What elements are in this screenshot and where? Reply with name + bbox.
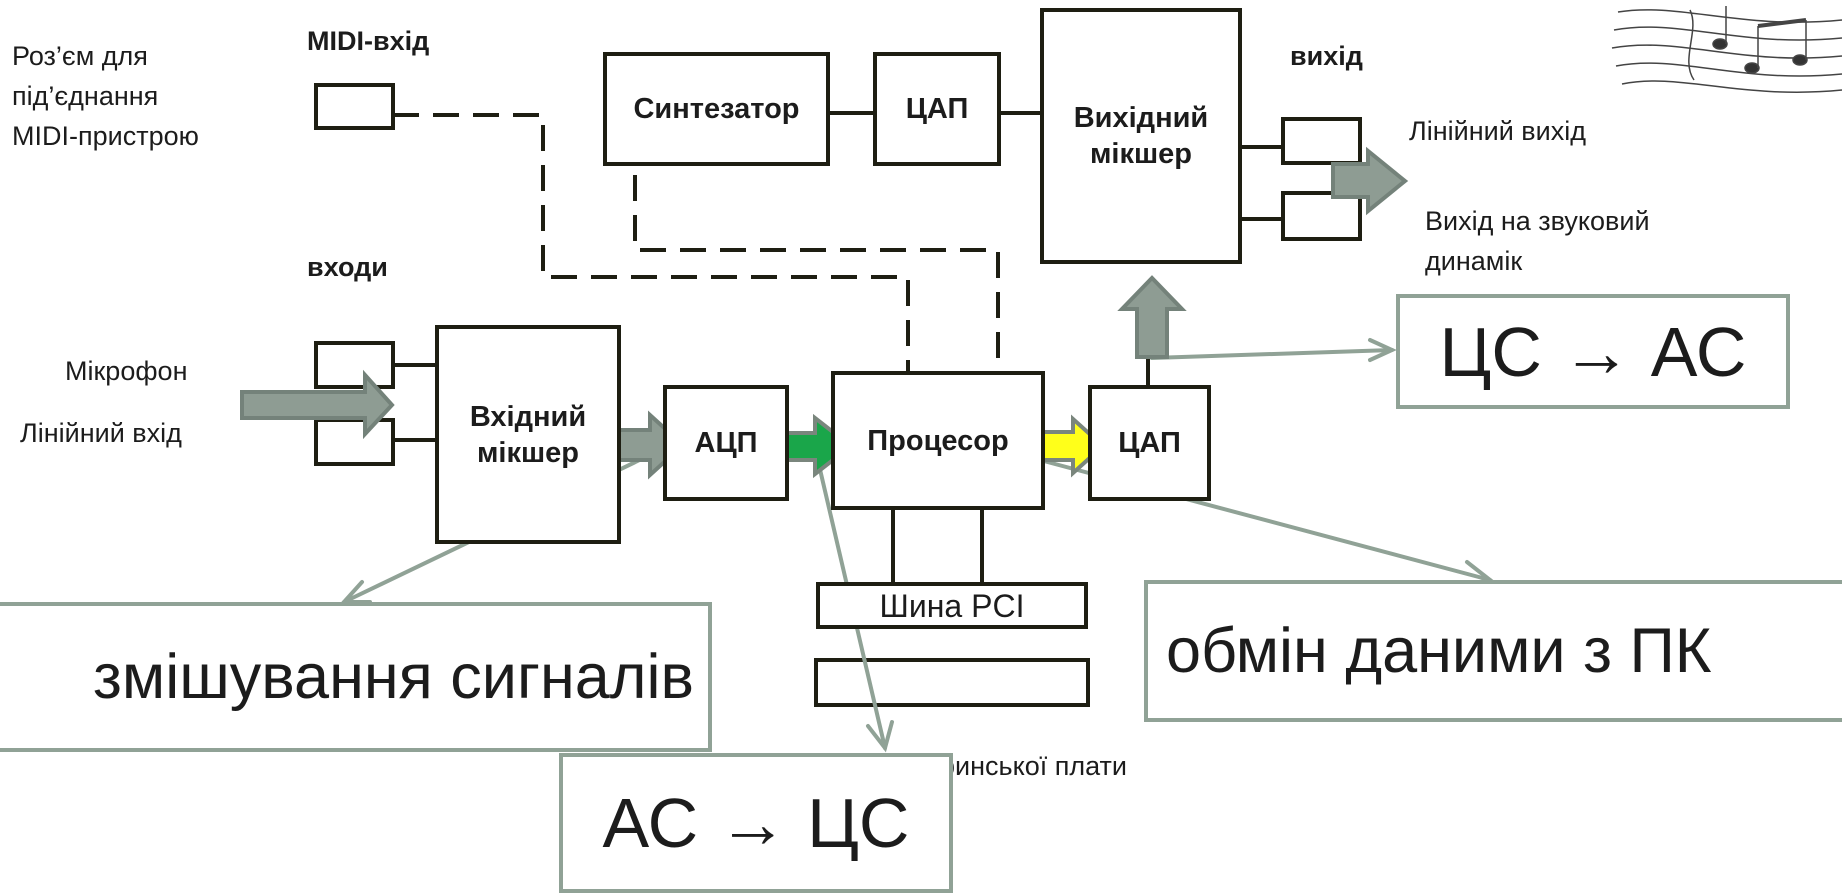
dac-top-block: ЦАП xyxy=(873,52,1001,166)
microphone-label: Мікрофон xyxy=(65,356,187,387)
callout-mixing: змішування сигналів xyxy=(0,602,712,752)
callout-data-exchange: обмін даними з ПК xyxy=(1144,580,1842,722)
callout-line-cs-as xyxy=(1152,350,1392,358)
arrow-lineout xyxy=(1333,151,1405,211)
arrow-dac-mixer-up xyxy=(1122,278,1182,357)
output-label: вихід xyxy=(1290,41,1363,72)
music-notes-icon xyxy=(1612,6,1842,92)
dac-bottom-block: ЦАП xyxy=(1088,385,1211,501)
processor-block: Процесор xyxy=(831,371,1045,510)
adc-block: АЦП xyxy=(663,385,789,501)
speaker-jack xyxy=(1283,193,1360,239)
synthesizer-block: Синтезатор xyxy=(603,52,830,166)
pci-bus-slot: Шина PCI xyxy=(816,582,1088,629)
callout-analog-to-digital: АС → ЦС xyxy=(559,753,953,893)
dashed-synth-line xyxy=(635,175,998,371)
line-out-label: Лінійний вихід xyxy=(1409,116,1586,147)
callout-digital-to-analog: ЦС → АС xyxy=(1396,294,1790,409)
bus-slot-2 xyxy=(816,660,1088,705)
mic-jack xyxy=(316,343,393,387)
connector-caption: Роз’єм для під’єднання MIDI-пристрою xyxy=(12,36,199,156)
line-in-label: Лінійний вхід xyxy=(20,418,182,449)
speaker-out-label: Вихід на звуковий динамік xyxy=(1425,201,1650,281)
inputs-label: входи xyxy=(307,252,388,283)
output-mixer-block: Вихідний мікшер xyxy=(1040,8,1242,264)
input-mixer-block: Вхідний мікшер xyxy=(435,325,621,544)
line-out-jack xyxy=(1283,119,1360,163)
midi-in-label: MIDI-вхід xyxy=(307,26,429,57)
line-in-jack xyxy=(316,420,393,464)
midi-connector xyxy=(316,85,393,128)
motherboard-label-fragment: ринської плати xyxy=(940,751,1127,782)
